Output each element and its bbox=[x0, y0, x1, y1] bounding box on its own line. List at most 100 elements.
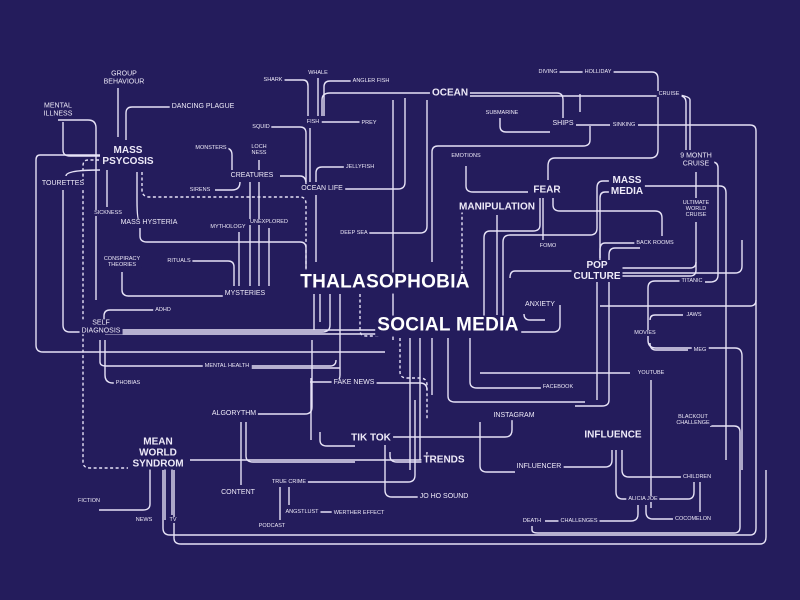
connector-line bbox=[557, 450, 613, 468]
connector-line bbox=[390, 420, 513, 438]
connector-line bbox=[99, 340, 205, 367]
node-group-behaviour: GROUP BEHAVIOUR bbox=[101, 70, 147, 86]
node-adhd: ADHD bbox=[153, 306, 173, 314]
node-death: DEATH bbox=[520, 517, 544, 525]
node-creatures: CREATURES bbox=[228, 172, 276, 180]
node-mental-illness: MENTAL ILLNESS bbox=[41, 102, 75, 118]
node-ships: SHIPS bbox=[550, 120, 576, 128]
connector-line bbox=[466, 92, 564, 118]
node-meg: MEG bbox=[691, 346, 709, 354]
node-instagram: INSTAGRAM bbox=[491, 412, 537, 420]
node-pop-culture: POP CULTURE bbox=[571, 260, 623, 282]
node-movies: MOVIES bbox=[632, 329, 658, 337]
connector-line bbox=[384, 445, 425, 498]
connector-line bbox=[250, 359, 337, 367]
connector-line bbox=[282, 79, 309, 116]
node-trends: TRENDS bbox=[421, 454, 467, 466]
node-fear: FEAR bbox=[531, 184, 563, 196]
node-unexplored: UNEXPLORED bbox=[248, 218, 290, 226]
node-titanic: TITANIC bbox=[679, 277, 705, 285]
node-monsters: MONSTERS bbox=[193, 144, 229, 152]
node-social-media: SOCIAL MEDIA bbox=[375, 314, 521, 337]
connector-line bbox=[621, 450, 683, 478]
node-dancing-plague: DANCING PLAGUE bbox=[169, 103, 237, 111]
node-angler-fish: ANGLER FISH bbox=[350, 77, 392, 85]
node-back-rooms: BACK ROOMS bbox=[634, 239, 676, 247]
node-whale: WHALE bbox=[306, 69, 330, 77]
connector-line bbox=[335, 98, 406, 190]
node-jaws: JAWS bbox=[684, 311, 704, 319]
node-youtube: YOUTUBE bbox=[635, 369, 667, 377]
node-ocean-life: OCEAN LIFE bbox=[299, 185, 345, 193]
node-content: CONTENT bbox=[219, 489, 257, 497]
node-loch-ness: LOCH NESS bbox=[249, 143, 269, 157]
connector-line bbox=[575, 247, 640, 407]
node-emotions: EMOTIONS bbox=[449, 152, 483, 160]
node-podcast: PODCAST bbox=[256, 522, 288, 530]
connector-line bbox=[466, 95, 687, 150]
connector-line bbox=[509, 270, 580, 279]
connector-line bbox=[323, 80, 358, 116]
node-thalasophobia: THALASOPHOBIA bbox=[298, 271, 472, 294]
connector-line bbox=[520, 305, 561, 333]
connector-line bbox=[499, 118, 550, 133]
node-fake-news: FAKE NEWS bbox=[331, 379, 377, 387]
connector-line bbox=[162, 300, 757, 536]
connector-line bbox=[605, 222, 697, 277]
connector-line bbox=[523, 313, 545, 321]
connector-line bbox=[190, 260, 235, 286]
connector-line bbox=[599, 191, 615, 260]
connector-line bbox=[483, 198, 541, 320]
node-tv: TV bbox=[167, 516, 179, 524]
connector-line bbox=[173, 470, 767, 545]
node-shark: SHARK bbox=[261, 76, 285, 84]
connector-line bbox=[399, 338, 428, 420]
node-phobias: PHOBIAS bbox=[113, 379, 143, 387]
node-influence: INFLUENCE bbox=[582, 429, 644, 441]
connector-line bbox=[141, 172, 307, 270]
node-mental-health: MENTAL HEALTH bbox=[202, 362, 252, 370]
connector-line bbox=[615, 261, 697, 269]
node-rituals: RITUALS bbox=[165, 257, 193, 265]
connector-line bbox=[95, 294, 331, 333]
connector-line bbox=[547, 71, 659, 180]
node-jellyfish: JELLYFISH bbox=[343, 163, 377, 171]
node-angstlust: ANGSTLUST bbox=[283, 508, 321, 516]
connector-line bbox=[224, 147, 233, 170]
connector-line bbox=[705, 161, 719, 283]
connector-line bbox=[315, 166, 348, 182]
node-news: NEWS bbox=[133, 516, 155, 524]
connector-line bbox=[121, 272, 225, 297]
connector-line bbox=[136, 172, 141, 223]
connector-line bbox=[465, 166, 528, 193]
connector-line bbox=[597, 505, 639, 522]
node-blackout: BLACKOUT CHALLENGE bbox=[674, 413, 712, 427]
connector-line bbox=[657, 93, 691, 150]
connector-line bbox=[649, 342, 688, 351]
connector-line bbox=[655, 482, 695, 500]
connector-line bbox=[531, 425, 741, 534]
connector-line bbox=[365, 100, 428, 234]
node-anxiety: ANXIETY bbox=[523, 301, 557, 309]
connector-line bbox=[613, 240, 743, 274]
node-facebook: FACEBOOK bbox=[540, 383, 576, 391]
node-jo-ho-sound: JO HO SOUND bbox=[417, 493, 471, 501]
node-cruise: CRUISE bbox=[656, 90, 682, 98]
connector-line bbox=[139, 228, 307, 268]
connector-line bbox=[431, 126, 591, 262]
connector-line bbox=[62, 122, 100, 157]
node-mean-world: MEAN WORLD SYNDROM bbox=[130, 436, 186, 470]
node-mass-psycosis: MASS PSYCOSIS bbox=[100, 145, 156, 167]
connector-line bbox=[600, 124, 757, 307]
node-sinking: SINKING bbox=[610, 121, 638, 129]
node-mysteries: MYSTERIES bbox=[222, 290, 268, 298]
connector-line bbox=[255, 340, 313, 415]
node-prey: PREY bbox=[359, 119, 379, 127]
connector-line bbox=[365, 382, 428, 391]
node-algorythm: ALGORYTHM bbox=[209, 410, 259, 418]
node-children: CHILDREN bbox=[680, 473, 714, 481]
connector-line bbox=[104, 340, 120, 384]
connector-line bbox=[270, 126, 307, 182]
node-sirens: SIRENS bbox=[187, 186, 213, 194]
